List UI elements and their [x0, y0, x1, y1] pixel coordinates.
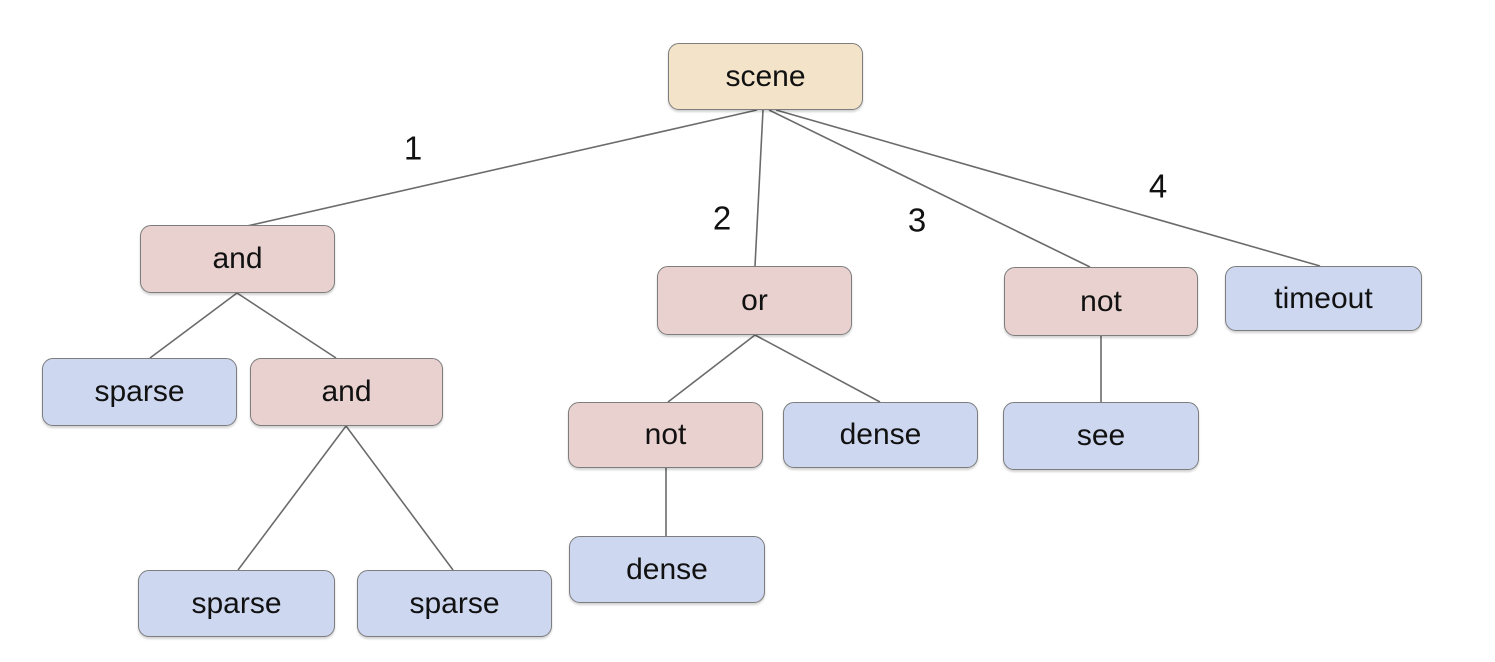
edge-label-3: 3 [907, 201, 927, 239]
node-sparse-1: sparse [42, 358, 237, 426]
node-and-2: and [250, 358, 443, 426]
node-timeout: timeout [1225, 266, 1422, 331]
edge-and1-and2 [236, 292, 337, 359]
edge-label-2: 2 [712, 199, 732, 237]
node-not-2: not [568, 402, 763, 468]
node-sparse-2: sparse [138, 570, 335, 637]
edge-or-dense1 [754, 334, 881, 403]
node-scene: scene [668, 43, 863, 110]
edge-or-not2 [667, 334, 756, 403]
edge-label-1: 1 [403, 129, 423, 167]
node-sparse-3: sparse [357, 570, 552, 637]
edge-scene-or [754, 109, 764, 267]
edge-label-4: 4 [1148, 167, 1168, 205]
edge-lines-group [149, 109, 1321, 571]
edge-scene-timeout [775, 109, 1321, 267]
edge-and1-sparse1 [149, 292, 238, 359]
node-not-1: not [1004, 267, 1198, 336]
node-dense-2: dense [569, 536, 765, 603]
node-dense-1: dense [783, 402, 978, 468]
edge-scene-not [768, 109, 1091, 268]
node-or: or [657, 266, 852, 335]
edge-scene-and [246, 109, 758, 227]
edge-and2-sparse2 [237, 425, 347, 571]
node-see: see [1003, 402, 1199, 470]
node-and-1: and [140, 225, 335, 293]
edge-and2-sparse3 [345, 425, 454, 571]
